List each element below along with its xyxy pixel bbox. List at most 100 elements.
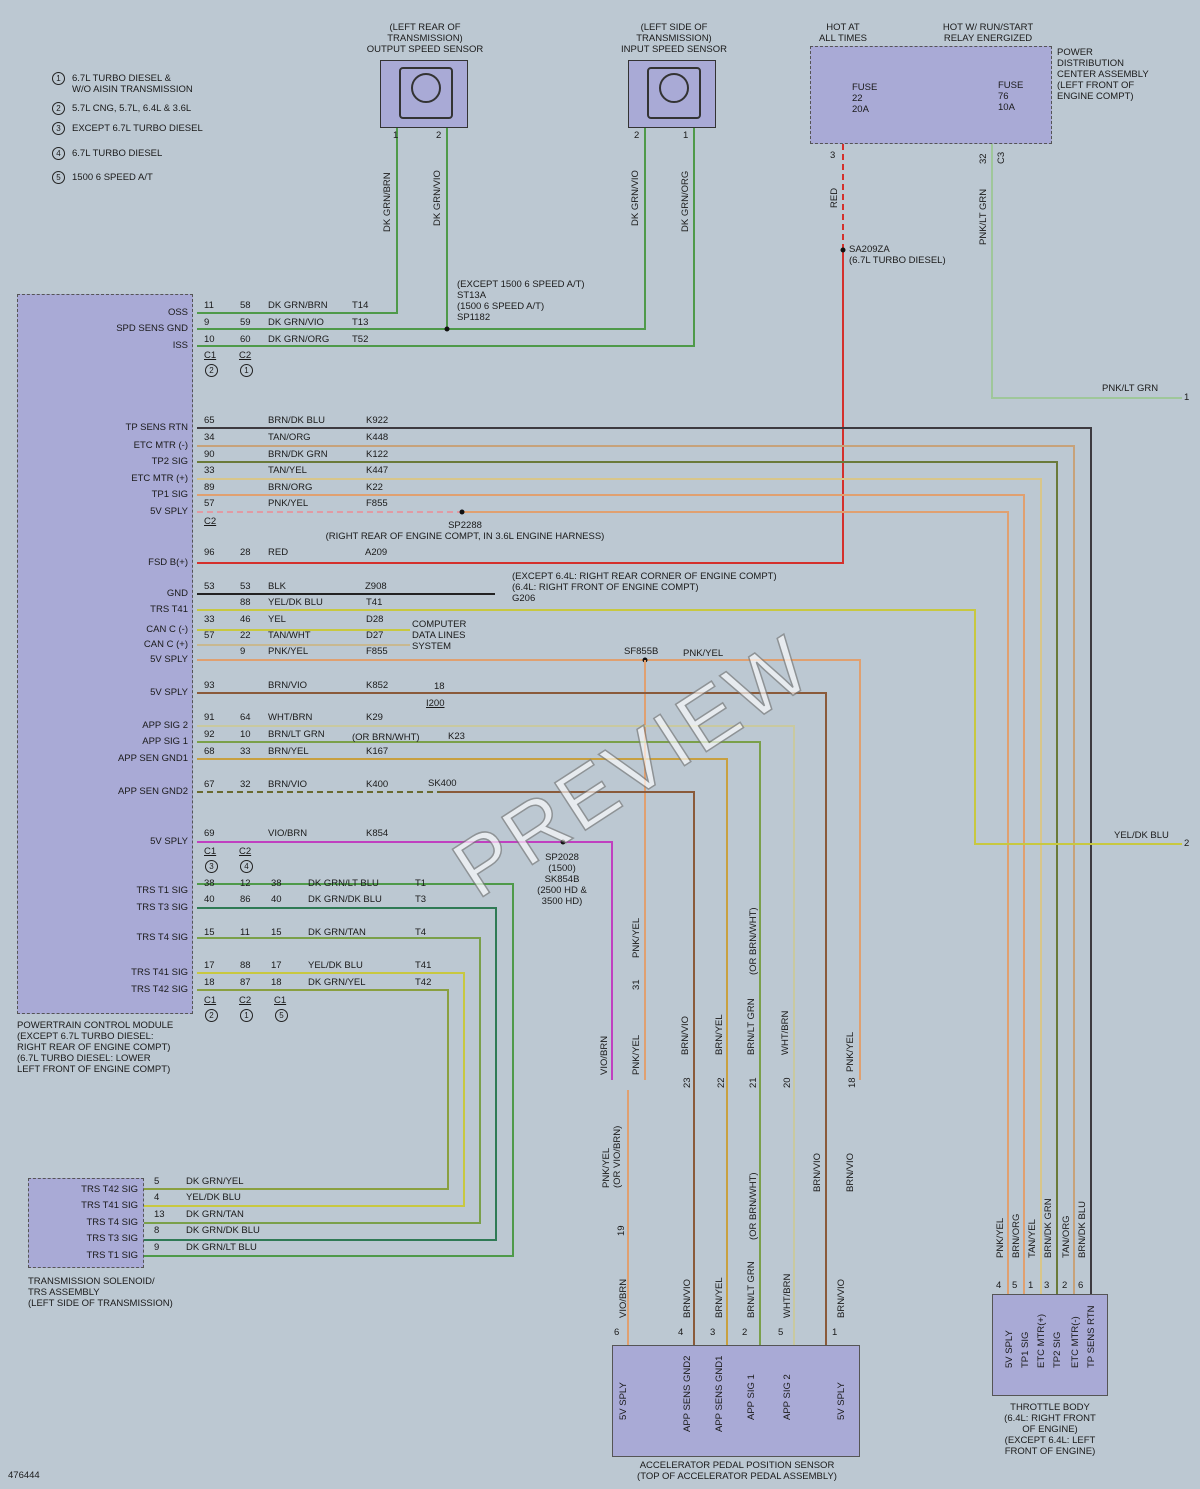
trs-wire-color: YEL/DK BLU — [186, 1192, 241, 1203]
pcm-pin-name: TRS T4 SIG — [136, 932, 188, 943]
pcm-connector-label: C2 — [239, 846, 252, 857]
app-sensor-label: ACCELERATOR PEDAL POSITION SENSOR (TOP O… — [637, 1460, 837, 1482]
pcm-wire-color: BRN/DK BLU — [268, 415, 326, 426]
app-pin-number: 4 — [678, 1327, 684, 1338]
app-upper-wire-label: PNK/YEL — [845, 1031, 856, 1072]
pcm-pin-c2: 88 — [240, 597, 251, 608]
legend-text-1: 6.7L TURBO DIESEL & W/O AISIN TRANSMISSI… — [72, 73, 193, 95]
trs-pin-number: 9 — [154, 1242, 160, 1253]
sf855b-wire-label: PNK/YEL — [683, 648, 724, 659]
pdc-hot-run-start: HOT W/ RUN/START RELAY ENERGIZED — [942, 22, 1034, 44]
pcm-pin-c2: 60 — [240, 334, 251, 345]
app-pin-wire: BRN/VIO — [682, 1278, 693, 1318]
oss-pin-1: 1 — [393, 130, 399, 141]
pcm-pin-c1: 90 — [204, 449, 215, 460]
pcm-option-circle: 2 — [205, 1009, 218, 1022]
app-upper-wire-label: WHT/BRN — [780, 1010, 791, 1055]
gear-icon — [659, 73, 689, 103]
pdc-pin-32: 32 — [978, 153, 989, 164]
app-pin-name: APP SENS GND1 — [714, 1355, 725, 1432]
wire-k854-app — [563, 841, 613, 1080]
pcm-pin-c2: 58 — [240, 300, 251, 311]
pcm-pin-c1: 15 — [204, 927, 215, 938]
pcm-option-circle: 1 — [240, 364, 253, 377]
pcm-pin-name: 5V SPLY — [150, 836, 188, 847]
pcm-pin-name: APP SEN GND1 — [117, 753, 188, 764]
pcm-pin-c1: 65 — [204, 415, 215, 426]
tb-pin-name: TP SENS RTN — [1086, 1305, 1097, 1368]
pcm-pin-c1: 67 — [204, 779, 215, 790]
wire-trs-t41 — [144, 972, 465, 1207]
iss-pin-1: 1 — [683, 130, 689, 141]
app-mid-wire-label: (OR BRN/WHT) — [748, 1172, 759, 1240]
pcm-circuit-id: T1 — [415, 878, 427, 889]
pcm-pin-name: TRS T3 SIG — [136, 902, 188, 913]
legend-text-3: EXCEPT 6.7L TURBO DIESEL — [72, 123, 203, 134]
pcm-pin-c2: 86 — [240, 894, 251, 905]
tb-pin-wire: BRN/DK GRN — [1043, 1198, 1054, 1258]
wire-5v-sply-k852 — [197, 692, 827, 1345]
pcm-wire-color: DK GRN/TAN — [308, 927, 366, 938]
pcm-pin-c2: 9 — [240, 646, 246, 657]
tb-pin-number: 2 — [1062, 1280, 1068, 1291]
fuse-22-label: FUSE 22 20A — [852, 82, 878, 115]
pcm-circuit-id: T4 — [415, 927, 427, 938]
pcm-circuit-id: T3 — [415, 894, 427, 905]
wire-app-gnd1 — [197, 758, 728, 1345]
pcm-circuit-id: K167 — [366, 746, 389, 757]
offpage-connector-2: 2 — [1184, 838, 1190, 849]
sensor-housing-icon — [399, 67, 453, 119]
pcm-wire-color: YEL — [268, 614, 286, 625]
pcm-pin-c1: 33 — [204, 465, 215, 476]
splice-sp2288-note: SP2288 (RIGHT REAR OF ENGINE COMPT, IN 3… — [325, 520, 605, 542]
pcm-circuit-id: T14 — [352, 300, 369, 311]
pcm-connector-label: C2 — [239, 995, 252, 1006]
splice-sf855b: SF855B — [624, 646, 659, 657]
pcm-pin-name: TP2 SIG — [151, 456, 188, 467]
trs-wire-color: DK GRN/YEL — [186, 1176, 244, 1187]
wire-tp-sens-rtn — [197, 427, 1092, 1294]
tb-pin-name: ETC MTR(-) — [1070, 1316, 1081, 1368]
pcm-pin-name: TRS T1 SIG — [136, 885, 188, 896]
offpage-2-wire-label: YEL/DK BLU — [1114, 830, 1169, 841]
pdc-pin-3: 3 — [830, 150, 836, 161]
pcm-pin-name: FSD B(+) — [148, 557, 188, 568]
splice-sp2288-dot — [459, 509, 465, 515]
legend-number-4: 4 — [52, 147, 65, 160]
trs-pin-number: 13 — [154, 1209, 165, 1220]
pcm-wire-color: DK GRN/BRN — [268, 300, 328, 311]
offpage-1-wire-label: PNK/LT GRN — [1102, 383, 1159, 394]
wire-etc-mtr-neg — [197, 445, 1075, 1294]
wire-app-sig2 — [197, 725, 795, 1345]
pcm-pin-c1: 9 — [204, 317, 210, 328]
wire-trs-t1 — [144, 883, 514, 1257]
pcm-wire-color: BRN/YEL — [268, 746, 309, 757]
pcm-pin-name: APP SEN GND2 — [117, 786, 188, 797]
pcm-pin-c2: 46 — [240, 614, 251, 625]
pcm-pin-c3: 18 — [271, 977, 282, 988]
app-upper-pin: 22 — [716, 1077, 727, 1088]
pcm-wire-color: TAN/YEL — [268, 465, 307, 476]
splice-sa209za-dot — [840, 247, 846, 253]
tb-pin-name: ETC MTR(+) — [1036, 1313, 1047, 1368]
pcm-pin-c2: 87 — [240, 977, 251, 988]
app-pin-wire: BRN/LT GRN — [746, 1261, 757, 1318]
app-mid-pin: 19 — [616, 1225, 627, 1236]
pcm-pin-c3: 40 — [271, 894, 282, 905]
app-pin-number: 3 — [710, 1327, 716, 1338]
legend-text-5: 1500 6 SPEED A/T — [72, 172, 153, 183]
tb-pin-wire: PNK/YEL — [995, 1217, 1006, 1258]
pcm-pin-c2: 64 — [240, 712, 251, 723]
iss-wire-2-label: DK GRN/ORG — [680, 170, 691, 232]
pcm-pin-name: TRS T42 SIG — [131, 984, 188, 995]
app-upper-pin: 18 — [847, 1077, 858, 1088]
pcm-wire-color: DK GRN/LT BLU — [308, 878, 379, 889]
iss-title: (LEFT SIDE OF TRANSMISSION) INPUT SPEED … — [621, 22, 727, 55]
pcm-pin-name: APP SIG 1 — [142, 736, 188, 747]
pcm-pin-c3: 17 — [271, 960, 282, 971]
legend-text-4: 6.7L TURBO DIESEL — [72, 148, 163, 159]
pcm-pin-name: TRS T41 SIG — [131, 967, 188, 978]
trs-pin-name: TRS T41 SIG — [81, 1200, 138, 1211]
pcm-pin-name: TRS T41 — [150, 604, 188, 615]
